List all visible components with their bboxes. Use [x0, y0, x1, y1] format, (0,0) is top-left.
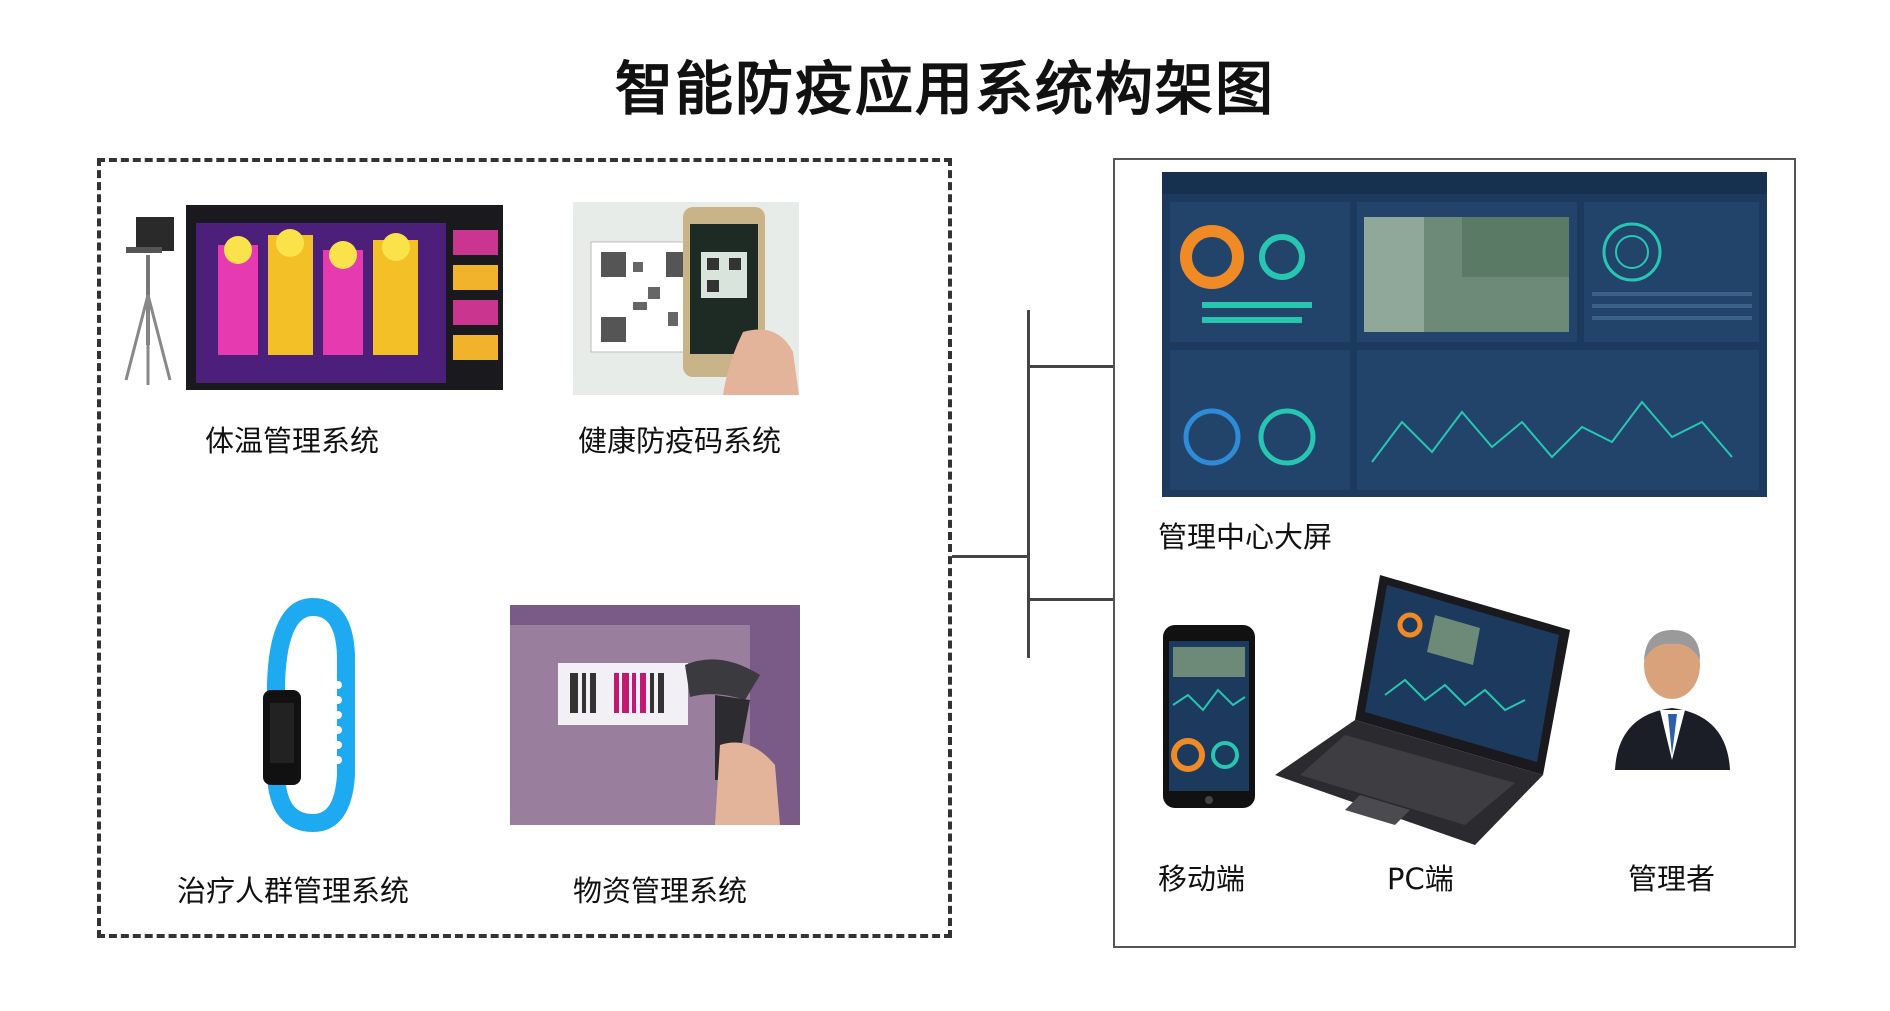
system-label-patient-group: 治疗人群管理系统: [177, 874, 410, 908]
connector-vertical-bus: [1027, 310, 1030, 658]
smartphone-icon: [1163, 625, 1255, 808]
system-label-supplies: 物资管理系统: [573, 874, 748, 908]
terminal-label-mobile: 移动端: [1158, 862, 1246, 896]
terminal-label-pc: PC端: [1387, 862, 1454, 896]
manager-person-icon: [1610, 620, 1735, 770]
right-terminals-frame: [1113, 158, 1796, 948]
wristband-icon: [258, 595, 358, 835]
laptop-icon: [1275, 570, 1575, 845]
thermal-camera-icon: [118, 205, 503, 390]
system-label-health-code: 健康防疫码系统: [578, 424, 782, 458]
qr-phone-icon: [573, 202, 799, 395]
connector-to-terminals: [1027, 598, 1113, 601]
terminal-label-big-screen: 管理中心大屏: [1158, 520, 1333, 554]
terminal-label-manager: 管理者: [1628, 862, 1716, 896]
barcode-scanner-icon: [510, 605, 800, 825]
left-systems-frame: [97, 158, 952, 938]
page-title: 智能防疫应用系统构架图: [614, 55, 1275, 123]
connector-horizontal-left: [952, 555, 1029, 558]
connector-to-screen: [1027, 365, 1113, 368]
dashboard-screen-icon: [1162, 172, 1767, 497]
system-label-temperature: 体温管理系统: [205, 424, 380, 458]
